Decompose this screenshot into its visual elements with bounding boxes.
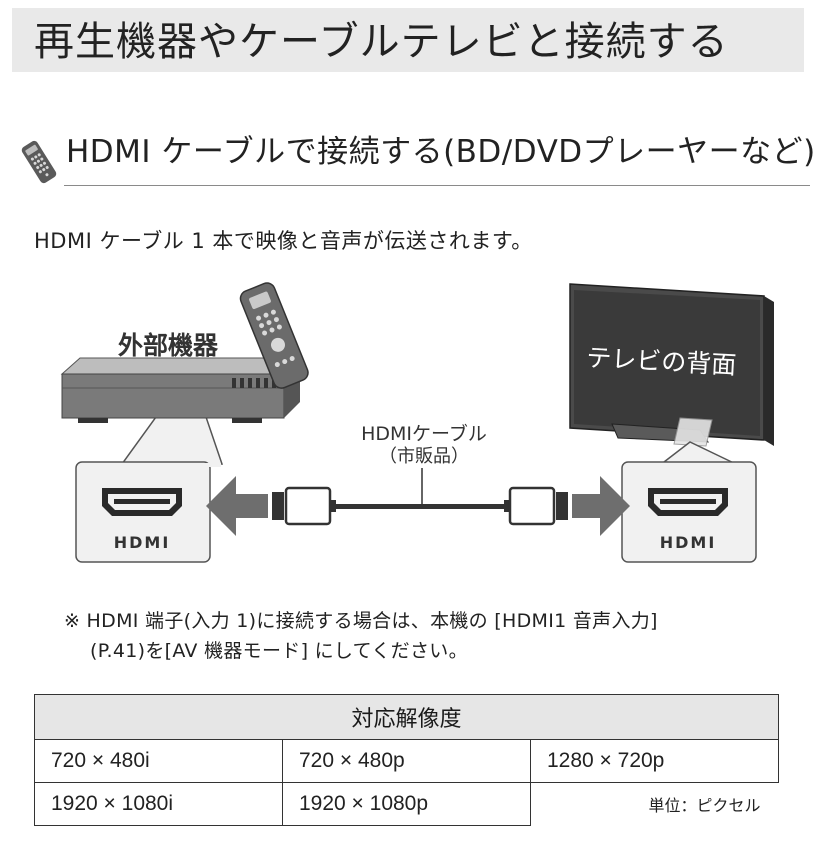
tv-illustration <box>569 283 774 447</box>
table-cell: 720 × 480i <box>34 739 283 783</box>
external-device-illustration <box>60 357 302 423</box>
table-row: 1920 × 1080i 1920 × 1080p 単位：ピクセル <box>34 782 779 826</box>
title-bar: 再生機器やケーブルテレビと接続する <box>12 8 804 72</box>
arrow-left-icon <box>206 476 268 536</box>
hdmi-cable-illustration <box>272 468 568 526</box>
remote-control-icon <box>21 140 57 184</box>
table-cell: 1920 × 1080p <box>282 782 531 826</box>
table-cell: 1280 × 720p <box>530 739 779 783</box>
external-device-label: 外部機器 <box>118 331 219 360</box>
heading-rule <box>64 185 810 186</box>
note-text: ※ HDMI 端子(入力 1)に接続する場合は、本機の [HDMI1 音声入力]… <box>64 606 804 666</box>
right-port-callout: HDMI <box>621 441 757 563</box>
hdmi-logo-left: HDMI <box>114 533 171 552</box>
table-header: 対応解像度 <box>34 694 779 740</box>
cable-note: （市販品） <box>379 446 469 467</box>
note-line-2: (P.41)を[AV 機器モード] にしてください。 <box>90 640 468 662</box>
hdmi-port-left-icon <box>102 488 182 516</box>
resolution-table: 対応解像度 720 × 480i 720 × 480p 1280 × 720p … <box>34 694 779 826</box>
unit-label: 単位：ピクセル <box>530 782 779 826</box>
table-cell: 720 × 480p <box>282 739 531 783</box>
table-row: 720 × 480i 720 × 480p 1280 × 720p <box>34 739 779 783</box>
intro-text: HDMI ケーブル 1 本で映像と音声が伝送されます。 <box>34 229 533 253</box>
page-title: 再生機器やケーブルテレビと接続する <box>34 19 729 65</box>
hdmi-logo-right: HDMI <box>660 533 717 552</box>
remote-control-illustration <box>239 282 309 389</box>
cable-label: HDMIケーブル <box>361 422 487 445</box>
note-line-1: ※ HDMI 端子(入力 1)に接続する場合は、本機の [HDMI1 音声入力] <box>64 610 658 632</box>
hdmi-port-right-icon <box>648 488 728 516</box>
connection-diagram: HDMI 外部機器 テレビの背面 <box>60 282 774 563</box>
arrow-right-icon <box>572 476 630 536</box>
table-cell: 1920 × 1080i <box>34 782 283 826</box>
section-heading: HDMI ケーブルで接続する(BD/DVDプレーヤーなど) <box>66 134 816 170</box>
